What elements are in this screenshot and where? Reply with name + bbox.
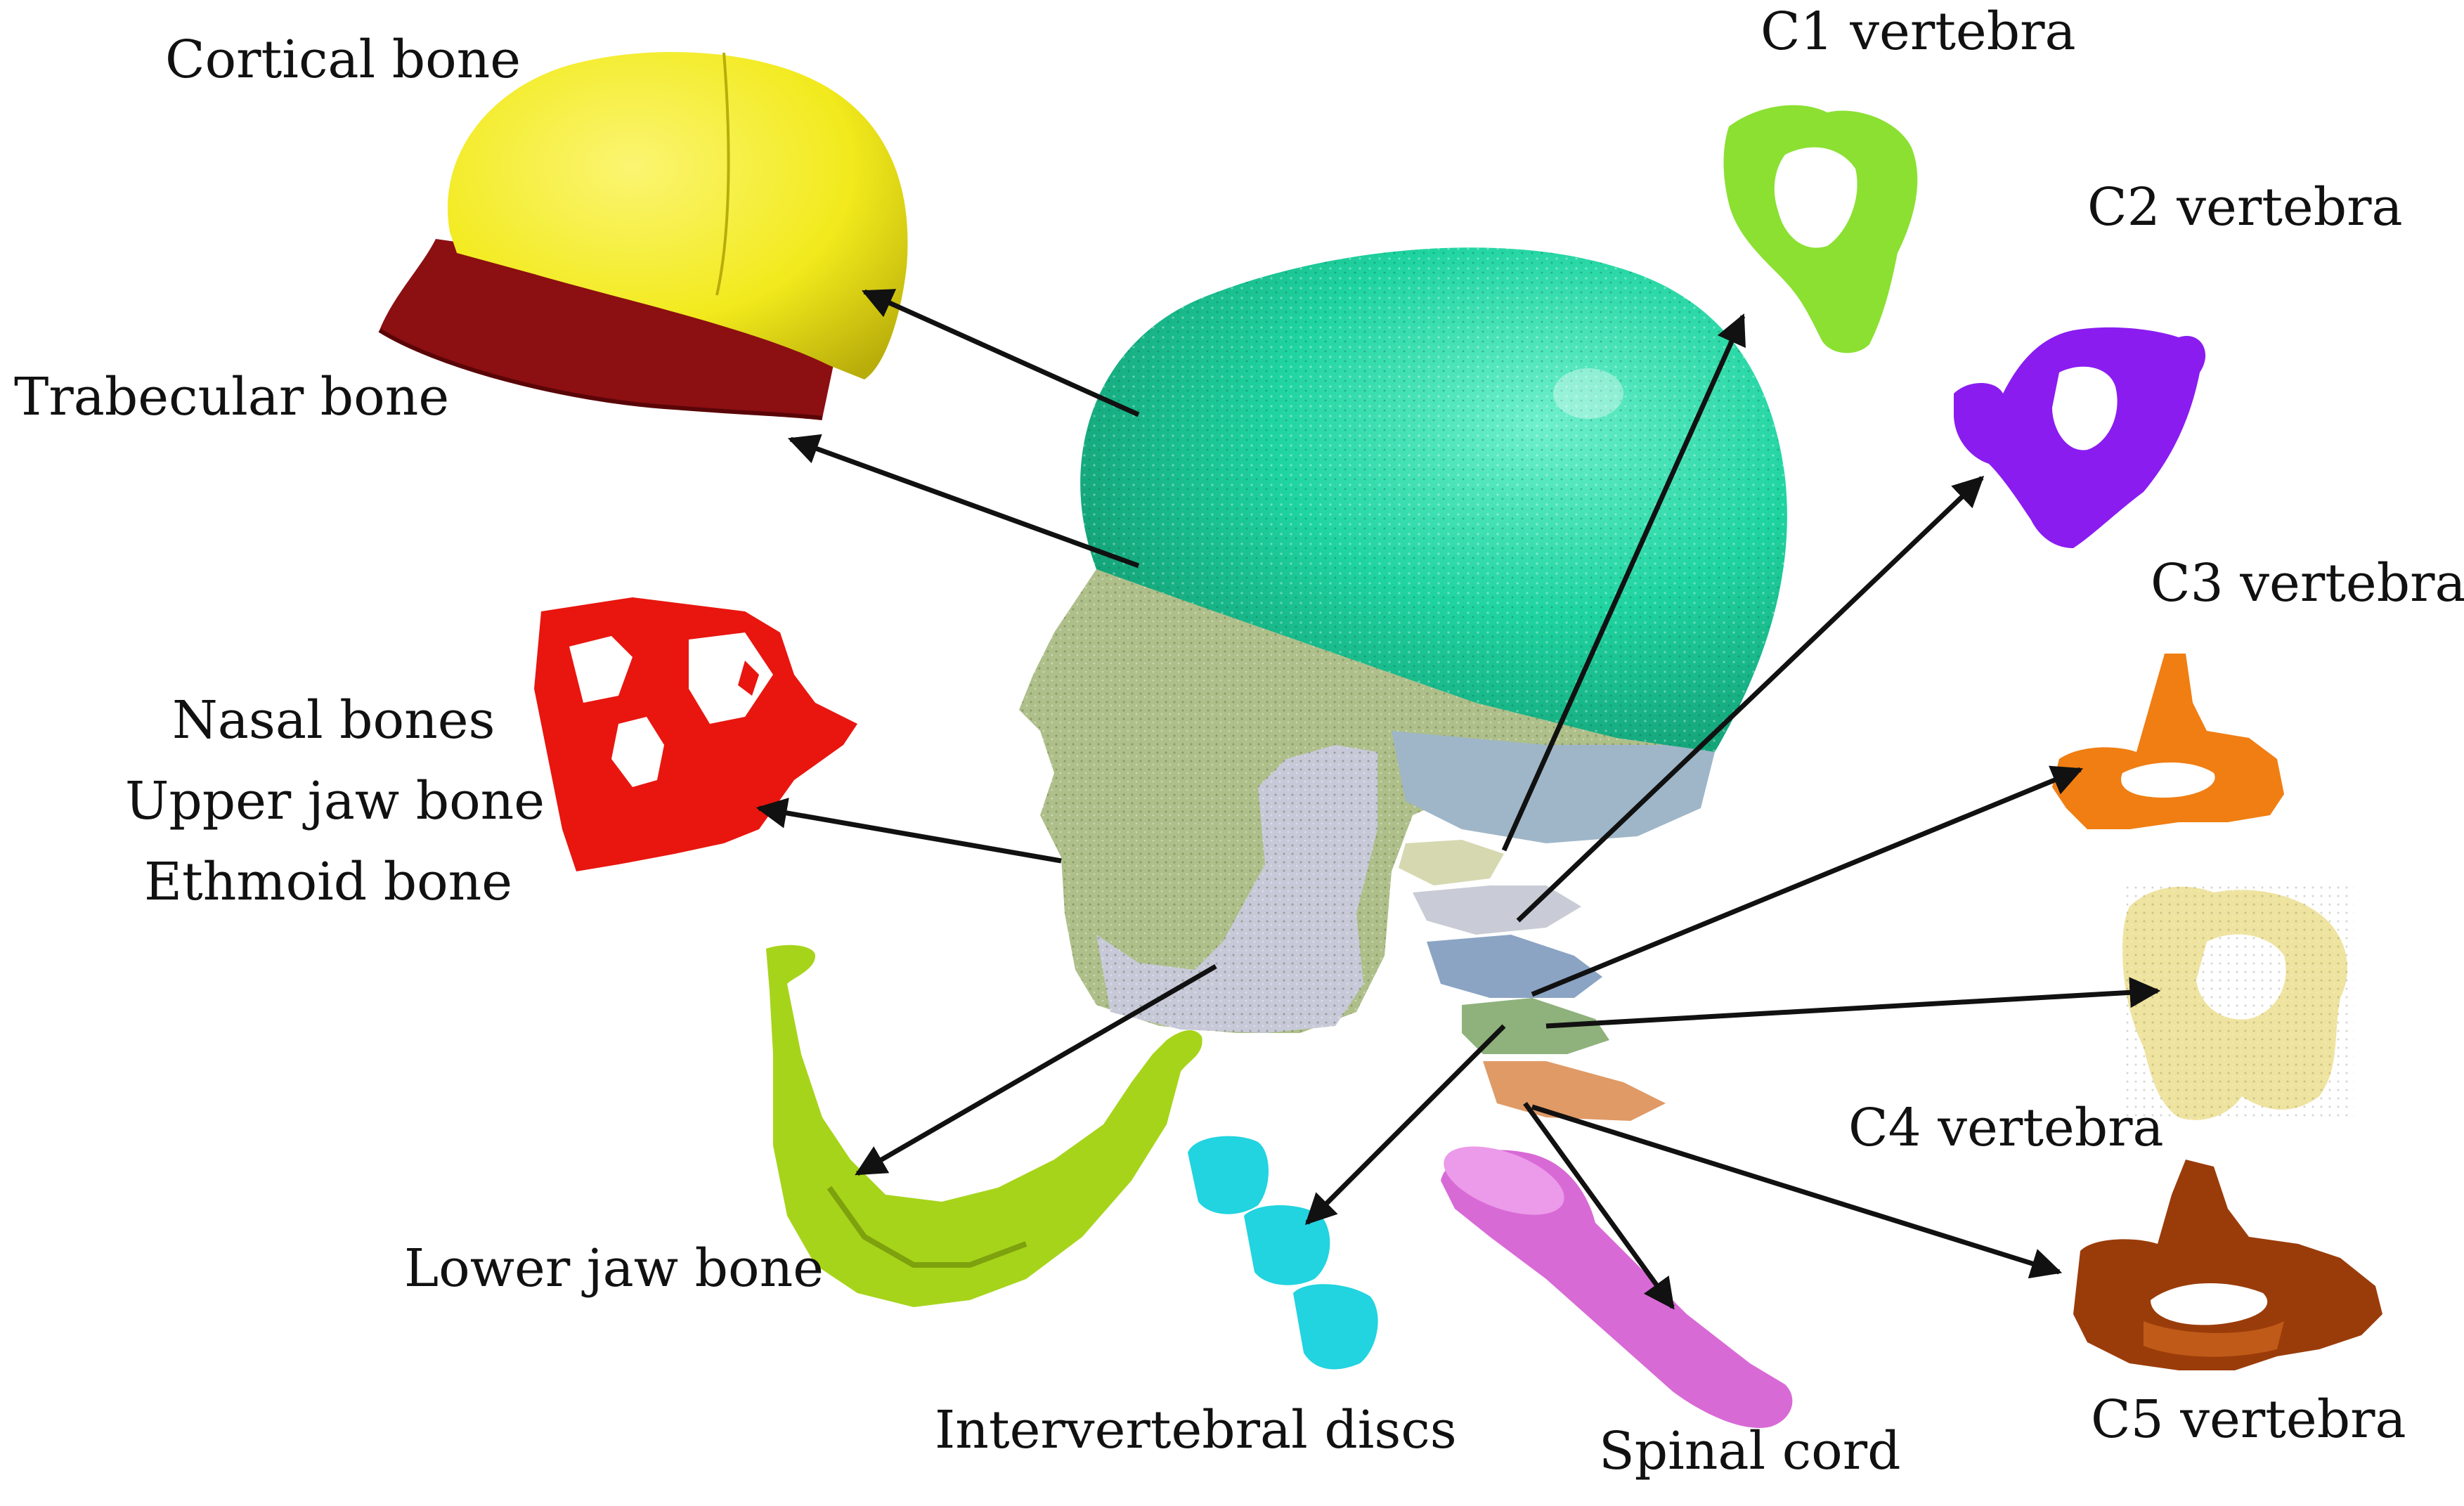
central-head-model	[1019, 247, 1787, 1121]
arrow-c4	[1545, 977, 2161, 1029]
intervertebral-discs-shape	[1188, 1136, 1378, 1370]
c5-vertebra-shape	[2073, 1160, 2382, 1370]
label-c4-vertebra: C4 vertebra	[1848, 1098, 2164, 1158]
label-c5-vertebra: C5 vertebra	[2091, 1389, 2406, 1450]
central-cervical-spine	[1399, 840, 1666, 1121]
arrow-cortical	[861, 289, 1140, 417]
nasal-maxilla-ethmoid-shape	[534, 597, 857, 871]
trabecular-bone-shape	[378, 239, 836, 420]
arrow-spinal-cord	[1523, 1101, 1675, 1310]
c2-vertebra-shape	[1954, 327, 2206, 548]
arrow-nasal	[756, 798, 1062, 864]
arrow-c1	[1501, 313, 1746, 852]
label-trabecular-bone: Trabecular bone	[14, 367, 449, 427]
label-c3-vertebra: C3 vertebra	[2151, 553, 2464, 614]
c3-vertebra-shape	[2052, 654, 2284, 829]
label-c1-vertebra: C1 vertebra	[1761, 1, 2076, 62]
annotation-arrows	[756, 289, 2161, 1310]
c1-vertebra-shape	[1723, 105, 1918, 353]
label-nasal-bones: Nasal bones	[172, 690, 495, 751]
label-intervertebral-discs: Intervertebral discs	[935, 1400, 1457, 1460]
label-upper-jaw-bone: Upper jaw bone	[125, 771, 545, 831]
arrow-c2	[1516, 475, 1985, 923]
occipital-mesh	[1392, 731, 1715, 843]
label-ethmoid-bone: Ethmoid bone	[144, 852, 512, 912]
spinal-cord-shape	[1441, 1146, 1793, 1428]
label-c2-vertebra: C2 vertebra	[2087, 177, 2403, 238]
arrow-c3	[1531, 765, 2084, 997]
arrow-trabecular	[787, 434, 1140, 569]
mandible-shape	[766, 945, 1202, 1307]
labels: Cortical bone Trabecular bone Nasal bone…	[14, 1, 2464, 1481]
label-lower-jaw-bone: Lower jaw bone	[404, 1238, 824, 1299]
arrow-c5	[1531, 1104, 2063, 1279]
cortical-bone-shape	[447, 52, 908, 380]
label-spinal-cord: Spinal cord	[1599, 1421, 1900, 1481]
arrow-lower-jaw	[855, 963, 1217, 1176]
arrow-discs	[1304, 1024, 1506, 1226]
label-cortical-bone: Cortical bone	[165, 30, 521, 90]
